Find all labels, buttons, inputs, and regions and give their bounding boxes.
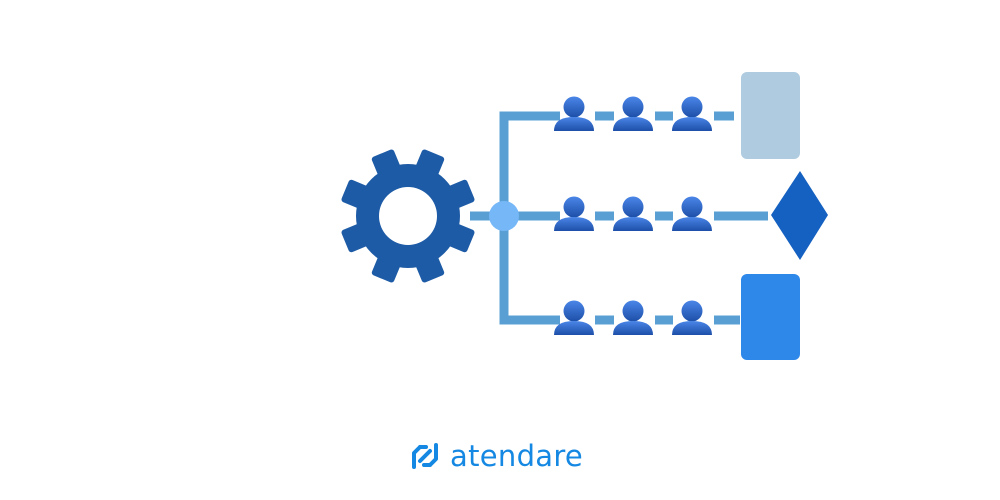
brand-logo-icon	[412, 443, 438, 469]
person-icon	[613, 96, 653, 131]
person-icon	[672, 300, 712, 335]
branch-hub-node	[489, 201, 519, 231]
end-box-bottom	[741, 274, 800, 360]
person-icon	[554, 96, 594, 131]
brand-logo: atendare	[410, 434, 583, 478]
person-icon	[554, 196, 594, 231]
person-icon	[672, 96, 712, 131]
person-icon	[672, 196, 712, 231]
person-icon	[613, 300, 653, 335]
person-icon	[554, 300, 594, 335]
end-box-top	[741, 72, 800, 159]
person-icon	[613, 196, 653, 231]
brand-name: atendare	[450, 438, 584, 473]
decision-diamond	[771, 171, 828, 260]
gear-icon	[341, 149, 475, 283]
people-group	[554, 96, 712, 335]
